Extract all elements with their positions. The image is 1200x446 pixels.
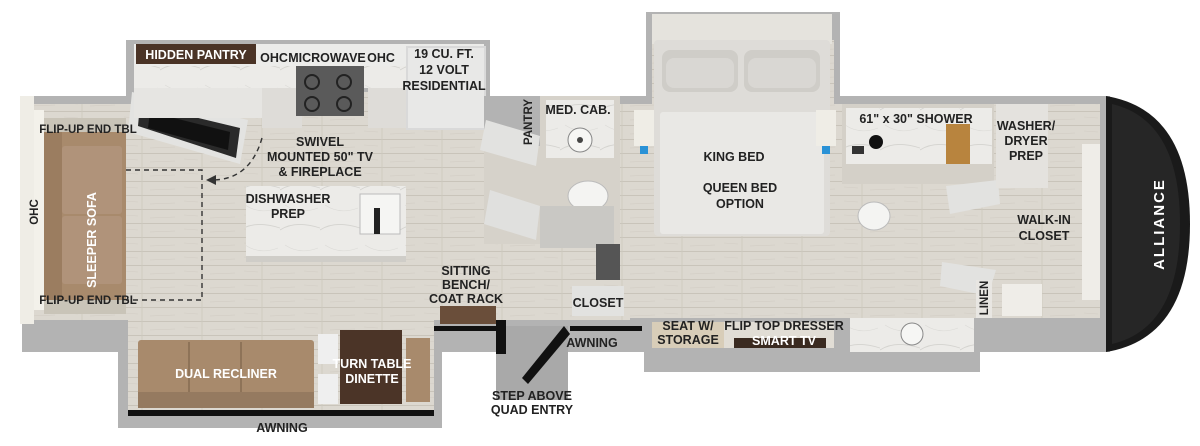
label-flip-end-bottom: FLIP-UP END TBL — [39, 295, 137, 307]
bedroom-headboard — [652, 14, 832, 44]
label-fridge-1: 19 CU. FT. — [414, 47, 474, 61]
label-sitting-3: COAT RACK — [429, 292, 503, 306]
dresser — [652, 322, 834, 348]
nightstands — [634, 110, 836, 154]
label-linen: LINEN — [979, 281, 991, 316]
label-tv-2: MOUNTED 50" TV — [267, 150, 374, 164]
label-dresser-2: SMART TV — [752, 334, 817, 348]
label-step-1: STEP ABOVE — [492, 389, 572, 403]
label-dinette-2: DINETTE — [345, 372, 398, 386]
brand-logo: ALLIANCE — [1151, 178, 1168, 270]
washer-dryer — [996, 104, 1048, 188]
label-fridge-2: 12 VOLT — [419, 63, 469, 77]
sofa-extension-outline — [126, 169, 203, 301]
rear-wall — [20, 96, 44, 324]
label-pantry: PANTRY — [523, 99, 535, 145]
front-cap — [1106, 96, 1190, 352]
label-fridge-3: RESIDENTIAL — [402, 79, 486, 93]
dinette — [318, 330, 430, 404]
label-washer-3: PREP — [1009, 149, 1043, 163]
hidden-pantry-shelf — [136, 44, 256, 64]
mid-bath — [480, 96, 620, 280]
label-dresser-1: FLIP TOP DRESSER — [724, 319, 843, 333]
label-med-cab: MED. CAB. — [545, 103, 610, 117]
label-seat-1: SEAT W/ — [662, 319, 714, 333]
label-ohc-left: OHC — [260, 51, 288, 65]
label-tv-1: SWIVEL — [296, 135, 344, 149]
label-hidden-pantry: HIDDEN PANTRY — [145, 48, 247, 62]
dual-recliner — [138, 340, 314, 408]
label-king-bed: KING BED — [703, 150, 764, 164]
bed — [654, 40, 830, 236]
label-walkin-1: WALK-IN — [1017, 213, 1070, 227]
walk-in-closet — [1002, 140, 1100, 316]
label-seat-2: STORAGE — [657, 333, 719, 347]
label-ohc-right: OHC — [367, 51, 395, 65]
label-walkin-2: CLOSET — [1019, 229, 1070, 243]
label-step-2: QUAD ENTRY — [491, 403, 574, 417]
label-queen-1: QUEEN BED — [703, 181, 777, 195]
label-dishwasher-2: PREP — [271, 207, 305, 221]
label-ohc-side: OHC — [29, 199, 41, 225]
sleeper-sofa — [44, 118, 126, 314]
front-bath — [842, 104, 1000, 352]
stove — [296, 66, 364, 116]
label-microwave: MICROWAVE — [288, 51, 366, 65]
label-tv-3: & FIREPLACE — [278, 165, 361, 179]
kitchen-island — [246, 186, 406, 262]
label-dishwasher-1: DISHWASHER — [246, 192, 331, 206]
label-awning-bottom: AWNING — [256, 421, 307, 435]
arrow-head-icon — [206, 175, 216, 185]
label-dual-recliner: DUAL RECLINER — [175, 367, 277, 381]
sitting-bench — [440, 306, 496, 324]
refrigerator — [406, 46, 486, 130]
awnings — [128, 326, 642, 416]
closet — [572, 286, 624, 316]
label-closet: CLOSET — [573, 296, 624, 310]
label-washer-2: DRYER — [1004, 134, 1047, 148]
label-flip-end-top: FLIP-UP END TBL — [39, 124, 137, 136]
label-sitting-1: SITTING — [441, 264, 490, 278]
label-shower: 61" x 30" SHOWER — [859, 112, 972, 126]
label-sleeper-sofa: SLEEPER SOFA — [85, 192, 99, 288]
label-queen-2: OPTION — [716, 197, 764, 211]
label-awning-mid: AWNING — [566, 336, 617, 350]
tv-swivel-arrow — [211, 137, 263, 181]
label-sitting-2: BENCH/ — [442, 278, 490, 292]
label-washer-1: WASHER/ — [997, 119, 1056, 133]
label-dinette-1: TURN TABLE — [333, 357, 412, 371]
entry-step — [496, 320, 570, 384]
